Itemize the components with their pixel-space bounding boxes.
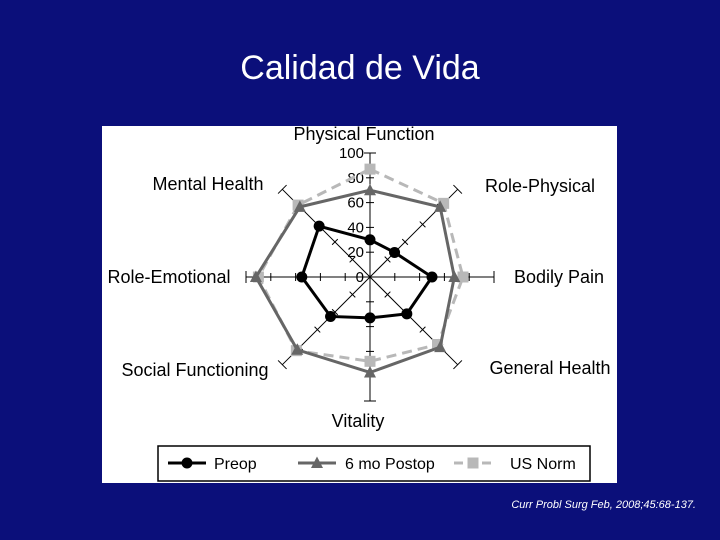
radar-series	[249, 163, 469, 378]
axis-label-mental-health: Mental Health	[152, 174, 263, 194]
radial-tick-label: 60	[347, 195, 364, 212]
data-point-preop	[426, 271, 438, 283]
data-point-preop	[313, 220, 325, 232]
data-point-preop	[296, 271, 308, 283]
axis-tick	[401, 238, 409, 246]
axis-label-role-physical: Role-Physical	[485, 176, 595, 196]
legend-label-preop: Preop	[214, 456, 257, 473]
data-point-us-norm	[364, 355, 376, 367]
data-point-6-mo-postop	[364, 365, 376, 378]
axis-tick	[419, 326, 426, 333]
data-point-6-mo-postop	[434, 200, 447, 212]
radial-tick-label: 100	[339, 145, 364, 162]
citation-text: Curr Probl Surg Feb, 2008;45:68-137.	[511, 499, 696, 511]
legend-box	[157, 445, 591, 482]
axis-label-physical-function: Physical Function	[293, 126, 434, 144]
axis-tick	[349, 291, 356, 298]
data-point-6-mo-postop	[291, 343, 304, 355]
axis-label-vitality: Vitality	[332, 411, 385, 431]
axis-label-social-functioning: Social Functioning	[121, 360, 268, 380]
data-point-6-mo-postop	[249, 270, 262, 282]
axis-tick	[384, 256, 391, 263]
data-point-6-mo-postop	[364, 183, 376, 196]
legend-marker-us-norm	[467, 457, 479, 469]
chart-legend: Preop 6 mo Postop US Norm	[157, 445, 591, 482]
data-point-preop	[364, 312, 376, 324]
axis-tick	[419, 221, 426, 228]
legend-marker-6-mo-postop	[311, 456, 323, 468]
data-point-6-mo-postop	[448, 270, 461, 282]
axis-tick	[349, 256, 356, 263]
data-point-preop	[325, 310, 337, 322]
data-point-us-norm	[457, 271, 469, 283]
axis-tick	[277, 184, 287, 194]
axis-tick	[453, 184, 463, 194]
radar-chart: 0 20 40 60 80 100 Physical FunctionRole-Physi…	[107, 126, 611, 482]
data-point-us-norm	[432, 339, 444, 351]
data-point-preop	[364, 234, 376, 246]
axis-label-general-health: General Health	[489, 358, 610, 378]
legend-marker-preop	[181, 457, 193, 469]
radial-tick-label: 80	[347, 170, 364, 187]
axis-tick	[277, 360, 287, 370]
axis-tick	[331, 308, 339, 316]
axis-tick	[331, 238, 339, 246]
axis-label-role-emotional: Role-Emotional	[107, 267, 230, 287]
data-point-6-mo-postop	[434, 340, 447, 353]
radial-tick-label: 20	[347, 244, 364, 261]
legend-label-6-mo-postop: 6 mo Postop	[345, 456, 435, 473]
axis-tick	[384, 291, 391, 298]
data-point-6-mo-postop	[293, 200, 306, 212]
radial-tick-label: 40	[347, 219, 364, 236]
legend-label-us-norm: US Norm	[510, 456, 576, 473]
data-point-preop	[401, 308, 413, 320]
slide-title: Calidad de Vida	[240, 49, 480, 87]
data-point-us-norm	[438, 197, 450, 209]
series-6-mo-postop	[249, 183, 461, 378]
axis-tick	[453, 360, 463, 370]
axis-tick	[314, 326, 321, 333]
radial-tick-label: 0	[356, 269, 364, 286]
data-point-us-norm	[364, 163, 376, 175]
axis-label-bodily-pain: Bodily Pain	[514, 267, 604, 287]
series-preop	[296, 220, 438, 324]
data-point-preop	[389, 246, 401, 258]
